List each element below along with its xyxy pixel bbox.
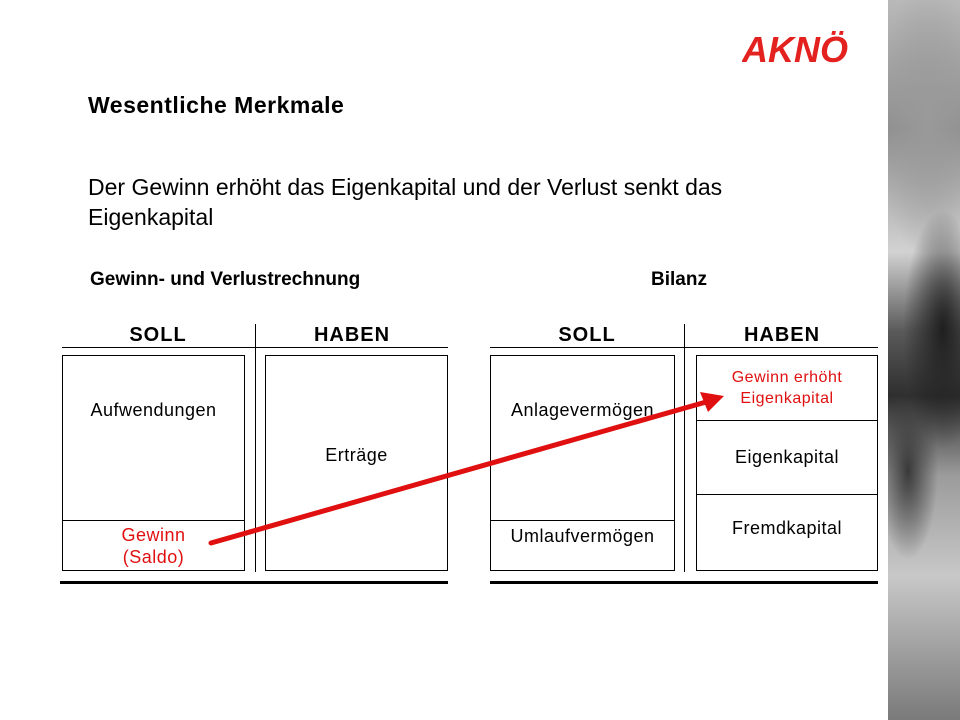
bilanz-haben-header: HABEN — [743, 324, 821, 346]
bilanz-gewinn-erhoeht: Gewinn erhöht Eigenkapital — [696, 356, 878, 420]
bilanz-soll-header: SOLL — [558, 324, 616, 346]
bilanz-anlagevermoegen: Anlagevermögen — [510, 399, 655, 420]
page-title: Wesentliche Merkmale — [88, 92, 345, 118]
bilanz-eigenkapital: Eigenkapital — [734, 447, 840, 467]
guv-gewinn-line1: Gewinn — [121, 525, 186, 545]
bilanz-bottom-rule — [490, 581, 878, 584]
guv-aufwendungen: Aufwendungen — [90, 399, 217, 420]
logo-text: AKNÖ — [742, 30, 848, 68]
ak-noe-logo: AKNÖ — [741, 29, 858, 73]
bilanz-highlight-line1: Gewinn erhöht — [731, 369, 843, 386]
guv-gewinn-line2: (Saldo) — [122, 547, 185, 567]
guv-section-label: Gewinn- und Verlustrechnung — [90, 269, 361, 290]
guv-soll-header: SOLL — [129, 324, 187, 346]
bilanz-haben-divider-2 — [696, 494, 878, 495]
bilanz-center-line — [684, 324, 685, 572]
page-subtitle: Der Gewinn erhöht das Eigenkapital und d… — [88, 174, 723, 230]
bilanz-section-label: Bilanz — [651, 269, 707, 290]
guv-haben-header: HABEN — [313, 324, 391, 346]
guv-soll-divider — [62, 520, 245, 521]
bilanz-highlight-line2: Eigenkapital — [740, 390, 834, 407]
ak-noe-logo-icon: AKNÖ — [741, 29, 848, 70]
bilanz-fremdkapital: Fremdkapital — [731, 517, 843, 538]
guv-bottom-rule — [60, 581, 448, 584]
bilanz-haben-divider-1 — [696, 420, 878, 421]
guv-center-line — [255, 324, 256, 572]
guv-ertraege: Erträge — [325, 444, 388, 465]
guv-gewinn-saldo: Gewinn (Saldo) — [62, 521, 245, 571]
background-photo-strip — [888, 0, 960, 720]
bilanz-umlaufvermoegen: Umlaufvermögen — [510, 525, 655, 546]
